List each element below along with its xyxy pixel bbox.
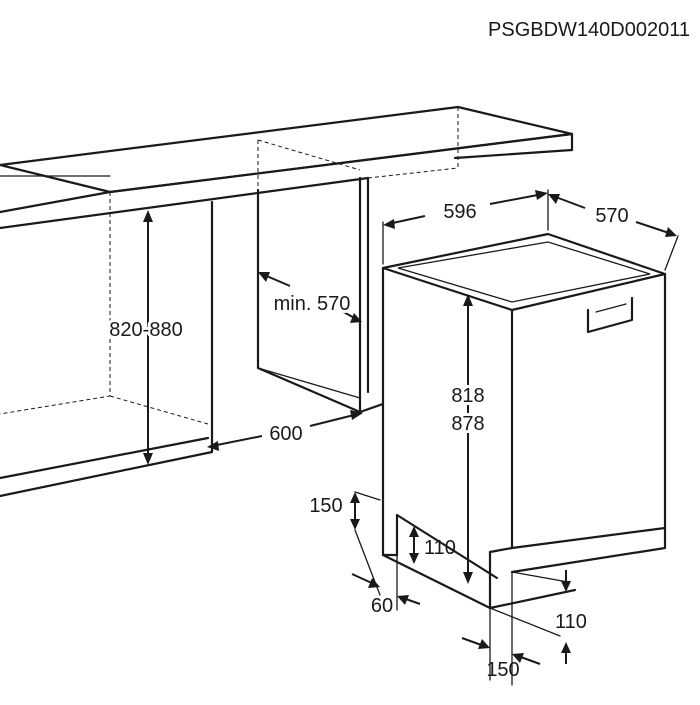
label-cabinet-height: 820-880 — [109, 319, 182, 341]
dim-min-depth: min. 570 — [258, 272, 362, 323]
dim-foot: 150 — [461, 607, 571, 686]
dim-offset: 60 — [351, 529, 421, 617]
dim-plinth-right: 110 — [489, 570, 587, 637]
label-cabinet-depth: 600 — [269, 423, 302, 445]
label-offset: 60 — [371, 595, 393, 617]
label-door-gap: 150 — [309, 495, 342, 517]
dim-door-gap: 150 — [309, 491, 381, 530]
cavity — [256, 139, 362, 414]
label-height-low: 818 — [451, 385, 484, 407]
dim-width: 596 — [382, 189, 549, 265]
worktop — [0, 105, 574, 230]
dim-cabinet-height: 820-880 — [106, 210, 186, 465]
left-cabinet — [0, 192, 214, 498]
label-width: 596 — [443, 201, 476, 223]
label-plinth-right: 110 — [555, 611, 587, 633]
dim-appliance-height: 818 878 — [448, 294, 488, 584]
dim-cabinet-depth: 600 — [207, 410, 363, 451]
drawing-code: PSGBDW140D002011 — [488, 19, 690, 41]
label-foot: 150 — [486, 659, 519, 681]
label-height-high: 878 — [451, 413, 484, 435]
label-plinth-height: 110 — [424, 537, 456, 559]
right-cabinet — [358, 107, 459, 414]
label-min-depth: min. 570 — [274, 293, 351, 315]
dim-depth: 570 — [548, 194, 679, 271]
dishwasher — [381, 232, 667, 610]
label-depth: 570 — [595, 205, 628, 227]
dim-plinth-height: 110 — [409, 526, 456, 564]
